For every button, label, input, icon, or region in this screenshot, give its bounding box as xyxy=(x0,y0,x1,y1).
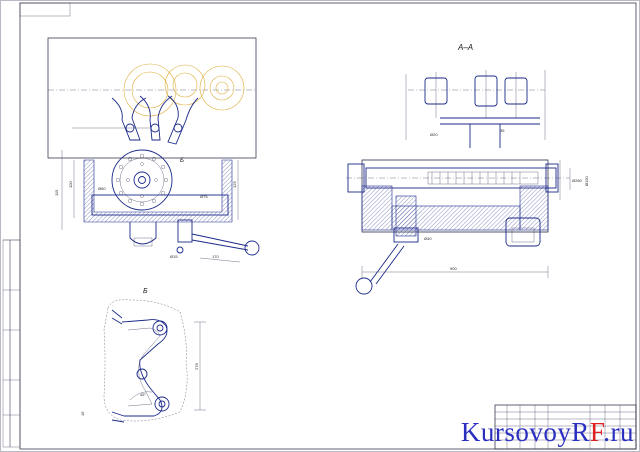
watermark-accent: F xyxy=(589,417,604,447)
dim-main-left-1: 115 xyxy=(54,189,59,196)
main-view-callout: Б xyxy=(180,158,184,164)
dim-section-left-1: Ø40 xyxy=(424,236,432,241)
watermark: KursovoyRF.ru xyxy=(461,417,634,448)
dim-detail-angle: 45° xyxy=(140,392,146,397)
dim-detail-left: 16 xyxy=(80,411,85,416)
main-view: 115 100 Ø60 Ø75 125 170 Ø15 Б xyxy=(47,37,260,263)
dim-main-left-3: Ø60 xyxy=(98,186,106,191)
section-title: А–А xyxy=(457,43,473,52)
dim-main-right-1: Ø75 xyxy=(200,194,208,199)
detail-view: Б 278 45° 16 xyxy=(80,288,206,423)
dim-main-left-2: 100 xyxy=(68,181,73,188)
dim-main-bottom-2: Ø15 xyxy=(170,254,178,259)
dim-detail-height: 278 xyxy=(194,363,199,370)
section-view: А–А xyxy=(346,43,589,295)
dim-section-top-2: 35 xyxy=(500,128,505,133)
title-block xyxy=(494,404,637,450)
dim-section-top-1: Ø20 xyxy=(430,132,438,137)
dim-section-right-2: Ø150 xyxy=(584,175,589,186)
dim-section-right-1: Ø260 xyxy=(572,178,583,183)
dim-section-width: 900 xyxy=(450,266,457,271)
dim-main-right-2: 125 xyxy=(232,181,237,188)
watermark-suffix: .ru xyxy=(603,417,634,447)
dim-main-bottom-1: 170 xyxy=(212,254,219,259)
watermark-main: KursovoyR xyxy=(460,417,590,447)
detail-view-label: Б xyxy=(143,288,148,295)
